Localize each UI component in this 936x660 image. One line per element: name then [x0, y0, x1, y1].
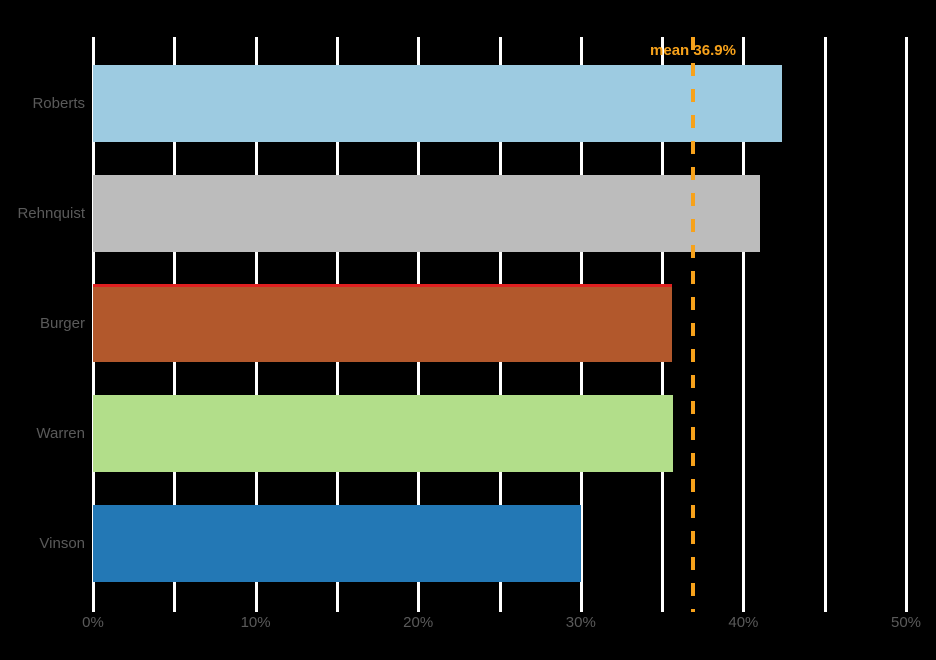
gridline-45pct: [823, 37, 827, 612]
gridline-50pct: [905, 37, 908, 612]
bar-roberts: [93, 65, 783, 142]
x-tick-label: 20%: [403, 614, 434, 631]
y-category-label-rehnquist: Rehnquist: [17, 204, 85, 222]
mean-line: [690, 37, 695, 612]
y-category-label-roberts: Roberts: [32, 94, 85, 112]
bar-warren: [93, 395, 674, 472]
x-tick-label: 30%: [565, 614, 596, 631]
mean-annotation-label: mean 36.9%: [650, 42, 736, 59]
x-tick-label: 50%: [890, 614, 922, 631]
highlight-top-line: [93, 284, 672, 287]
bar-burger: [93, 284, 672, 362]
y-category-label-warren: Warren: [36, 424, 85, 442]
y-category-label-burger: Burger: [39, 314, 85, 332]
gridline-40pct: [742, 37, 746, 612]
x-tick-label: 10%: [240, 614, 271, 631]
x-tick-label: 40%: [728, 614, 759, 631]
x-tick-label: 0%: [82, 614, 104, 631]
y-category-label-vinson: Vinson: [39, 534, 85, 552]
bar-rehnquist: [93, 175, 760, 252]
bar-vinson: [93, 505, 581, 582]
